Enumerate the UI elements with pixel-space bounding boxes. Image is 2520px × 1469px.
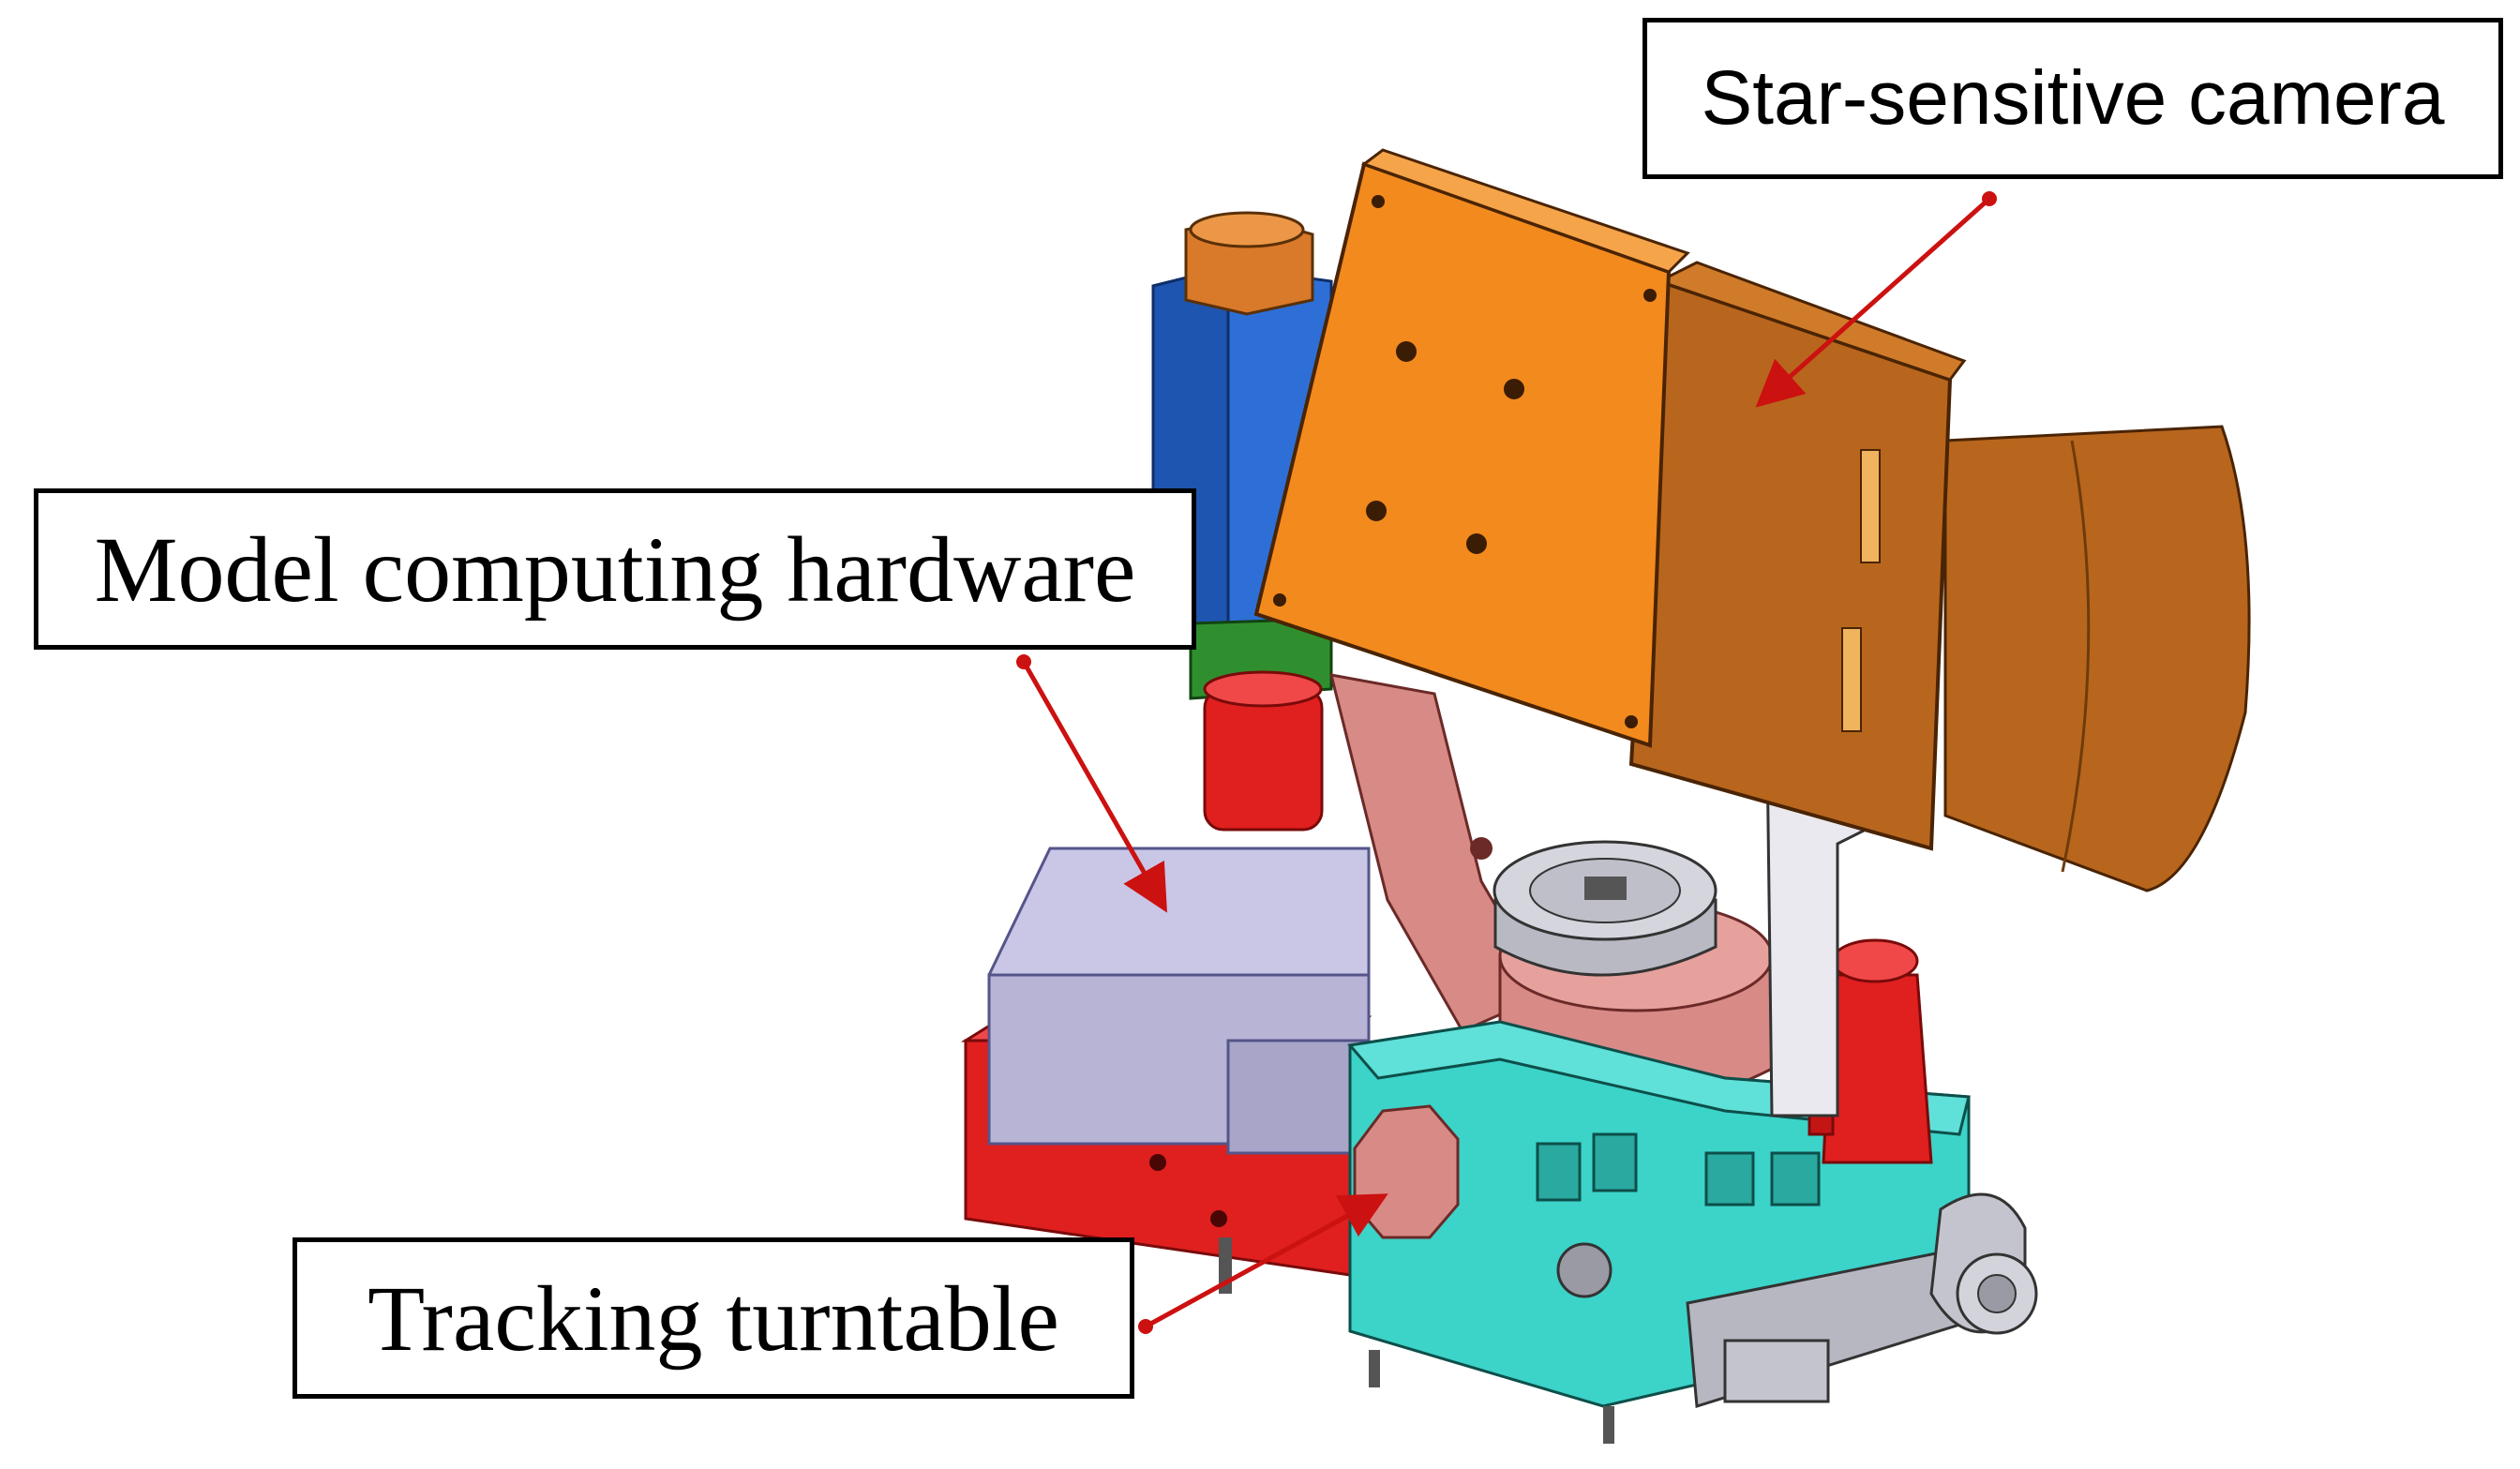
leader-line-model-hardware — [1016, 654, 1167, 913]
camera-lens-cone — [1943, 425, 2251, 892]
right-fittings — [1929, 1192, 2038, 1335]
model-hardware-label-text: Model computing hardware — [94, 517, 1136, 622]
camera-body-brown — [1628, 261, 1967, 851]
model-computing-hardware-box — [987, 847, 1371, 1155]
red-cylinder — [1203, 670, 1324, 832]
model-hardware-label: Model computing hardware — [34, 488, 1196, 650]
tracking-turntable-label-text: Tracking turntable — [368, 1266, 1059, 1371]
turntable-top-disc — [1492, 840, 1718, 977]
camera-front-plate-orange — [1253, 148, 1690, 748]
leader-line-camera — [1755, 191, 1997, 408]
leader-line-tracking-turntable — [1138, 1193, 1388, 1334]
pink-hex-motor — [1353, 1104, 1460, 1239]
star-camera-label-text: Star-sensitive camera — [1701, 55, 2445, 141]
star-camera-label: Star-sensitive camera — [1642, 18, 2503, 179]
tracking-turntable-label: Tracking turntable — [292, 1237, 1134, 1399]
